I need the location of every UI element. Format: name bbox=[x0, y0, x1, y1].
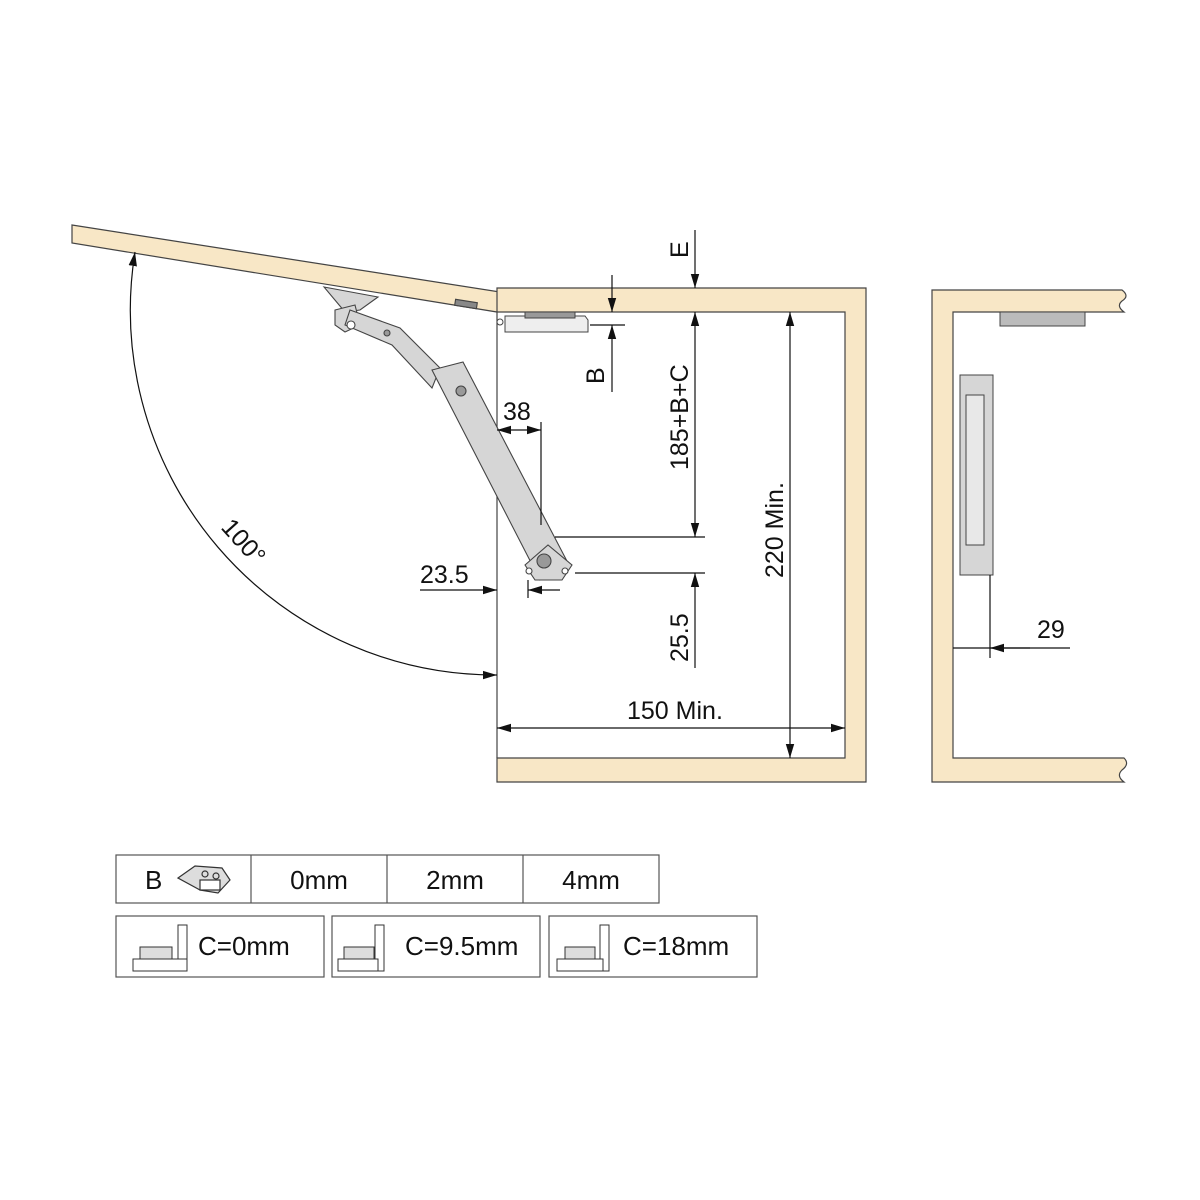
b-value-0: 0mm bbox=[290, 865, 348, 895]
mounting-plate-icon bbox=[176, 865, 231, 894]
dimension-lines bbox=[128, 230, 1070, 758]
dim-25-5-label: 25.5 bbox=[666, 613, 694, 662]
side-view-mechanism bbox=[959, 311, 1086, 576]
dim-220-label: 220 Min. bbox=[761, 482, 789, 578]
b-row-label: B bbox=[145, 865, 162, 895]
hinge-overlay-icon bbox=[556, 924, 610, 972]
hinge bbox=[496, 311, 589, 333]
dim-b-label: B bbox=[582, 367, 610, 384]
dim-height-formula-label: 185+B+C bbox=[666, 364, 694, 470]
b-value-2: 2mm bbox=[426, 865, 484, 895]
c-value-18: C=18mm bbox=[623, 931, 729, 961]
cabinet-side-view bbox=[931, 289, 1128, 783]
b-value-4: 4mm bbox=[562, 865, 620, 895]
c-value-0: C=0mm bbox=[198, 931, 290, 961]
dim-150-label: 150 Min. bbox=[627, 697, 723, 725]
dim-29-label: 29 bbox=[1037, 616, 1065, 644]
c-value-9-5: C=9.5mm bbox=[405, 931, 518, 961]
open-lid bbox=[71, 224, 501, 313]
dim-38-label: 38 bbox=[503, 398, 531, 426]
dim-e-label: E bbox=[666, 241, 694, 258]
hinge-overlay-icon bbox=[337, 924, 385, 972]
cabinet-front-view bbox=[496, 287, 867, 783]
dim-23-5-label: 23.5 bbox=[420, 561, 469, 589]
dim-angle-label: 100° bbox=[216, 513, 271, 570]
hinge-overlay-icon bbox=[132, 924, 188, 972]
